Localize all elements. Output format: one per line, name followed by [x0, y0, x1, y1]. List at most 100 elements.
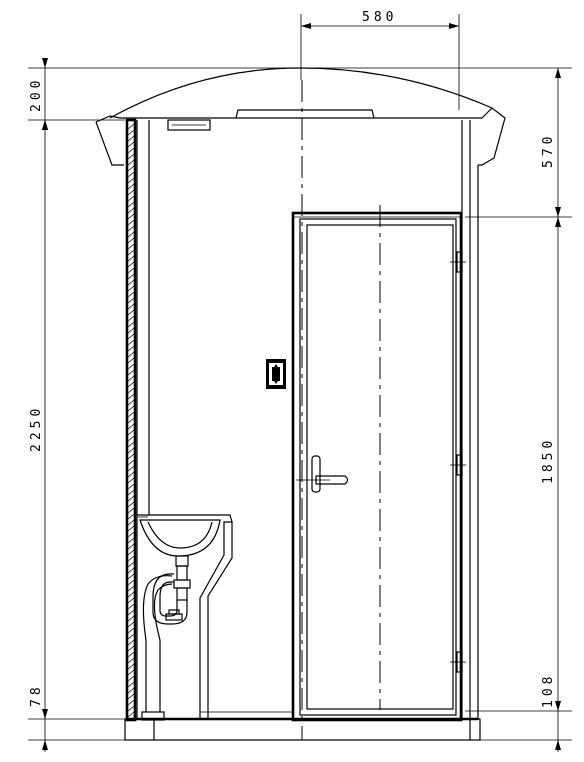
hatch-line: [127, 177, 135, 184]
hatch-line: [127, 549, 135, 556]
hinge-top: [450, 251, 466, 273]
hatch-line: [127, 201, 135, 208]
hatch-line: [127, 237, 135, 244]
hatch-line: [127, 441, 135, 448]
hatch-line: [127, 537, 135, 544]
right-wall: [461, 120, 479, 720]
hatch-line: [127, 705, 135, 712]
dim-570-label: 570: [541, 133, 556, 168]
hatch-line: [127, 291, 135, 298]
hatch-line: [127, 669, 135, 676]
hatch-line: [127, 711, 135, 718]
hatch-line: [127, 459, 135, 466]
hatch-line: [127, 699, 135, 706]
hatch-line: [127, 555, 135, 562]
hatch-line: [127, 489, 135, 496]
hatch-line: [127, 633, 135, 640]
hatch-line: [127, 423, 135, 430]
hatch-line: [127, 297, 135, 304]
hatch-line: [127, 225, 135, 232]
hatch-line: [127, 591, 135, 598]
hatch-line: [127, 153, 135, 160]
hatch-line: [127, 501, 135, 508]
dim-200-label: 200: [29, 77, 44, 112]
dim-580-label: 580: [362, 10, 397, 25]
hatch-line: [127, 579, 135, 586]
hatch-line: [127, 135, 135, 142]
hatch-line: [127, 573, 135, 580]
hatch-line: [127, 411, 135, 418]
hatch-line: [127, 255, 135, 262]
dim-78-label: 78: [29, 683, 44, 707]
hatch-line: [127, 315, 135, 322]
hatch-line: [127, 219, 135, 226]
hatch-line: [127, 327, 135, 334]
hatch-line: [127, 561, 135, 568]
hatch-line: [127, 645, 135, 652]
dimension-left: 200 2250 78: [28, 58, 300, 752]
hatch-line: [127, 681, 135, 688]
hatch-line: [127, 429, 135, 436]
hatch-line: [127, 189, 135, 196]
hatch-line: [127, 585, 135, 592]
dim-108-label: 108: [541, 673, 556, 708]
hatch-line: [127, 393, 135, 400]
hatch-line: [127, 345, 135, 352]
hatch-line: [127, 231, 135, 238]
hatch-line: [127, 261, 135, 268]
hatch-line: [127, 195, 135, 202]
lock-indicator-icon: [266, 359, 286, 389]
hatch-line: [127, 567, 135, 574]
hatch-line: [127, 267, 135, 274]
hatch-line: [127, 453, 135, 460]
sink: [137, 514, 233, 720]
hatch-line: [127, 483, 135, 490]
hatch-line: [127, 513, 135, 520]
hatch-line: [127, 621, 135, 628]
dim-1850-label: 1850: [541, 437, 556, 484]
roof: [95, 67, 506, 166]
hatch-line: [127, 615, 135, 622]
hatch-line: [127, 471, 135, 478]
hatch-line: [127, 417, 135, 424]
hatch-line: [127, 495, 135, 502]
hatch-line: [127, 309, 135, 316]
hatch-line: [127, 171, 135, 178]
hatch-line: [127, 519, 135, 526]
hatch-line: [127, 435, 135, 442]
hatch-line: [127, 639, 135, 646]
hatch-line: [127, 339, 135, 346]
hatch-line: [127, 525, 135, 532]
hatch-line: [127, 243, 135, 250]
hatch-line: [127, 369, 135, 376]
base: [124, 711, 481, 741]
hatch-line: [127, 693, 135, 700]
hatch-line: [127, 303, 135, 310]
hatch-line: [127, 123, 135, 130]
hatch-line: [127, 147, 135, 154]
hatch-line: [127, 603, 135, 610]
hatch-line: [127, 279, 135, 286]
hatch-line: [127, 399, 135, 406]
hatch-line: [127, 381, 135, 388]
hatch-line: [127, 657, 135, 664]
hatch-line: [127, 285, 135, 292]
wall-hatching: [127, 123, 135, 718]
hinge-middle: [450, 454, 466, 476]
dimension-right: 570 1850 108: [302, 67, 572, 752]
hatch-line: [127, 183, 135, 190]
hatch-line: [127, 465, 135, 472]
hatch-line: [127, 159, 135, 166]
hatch-line: [127, 351, 135, 358]
hatch-line: [127, 165, 135, 172]
dim-2250-label: 2250: [29, 405, 44, 452]
hatch-line: [127, 207, 135, 214]
door-handle: [296, 455, 349, 493]
hatch-line: [127, 597, 135, 604]
hatch-line: [127, 321, 135, 328]
hatch-line: [127, 507, 135, 514]
hatch-line: [127, 663, 135, 670]
hatch-line: [127, 627, 135, 634]
hinge-bottom: [450, 651, 466, 673]
dimension-top-580: 580: [300, 10, 460, 110]
